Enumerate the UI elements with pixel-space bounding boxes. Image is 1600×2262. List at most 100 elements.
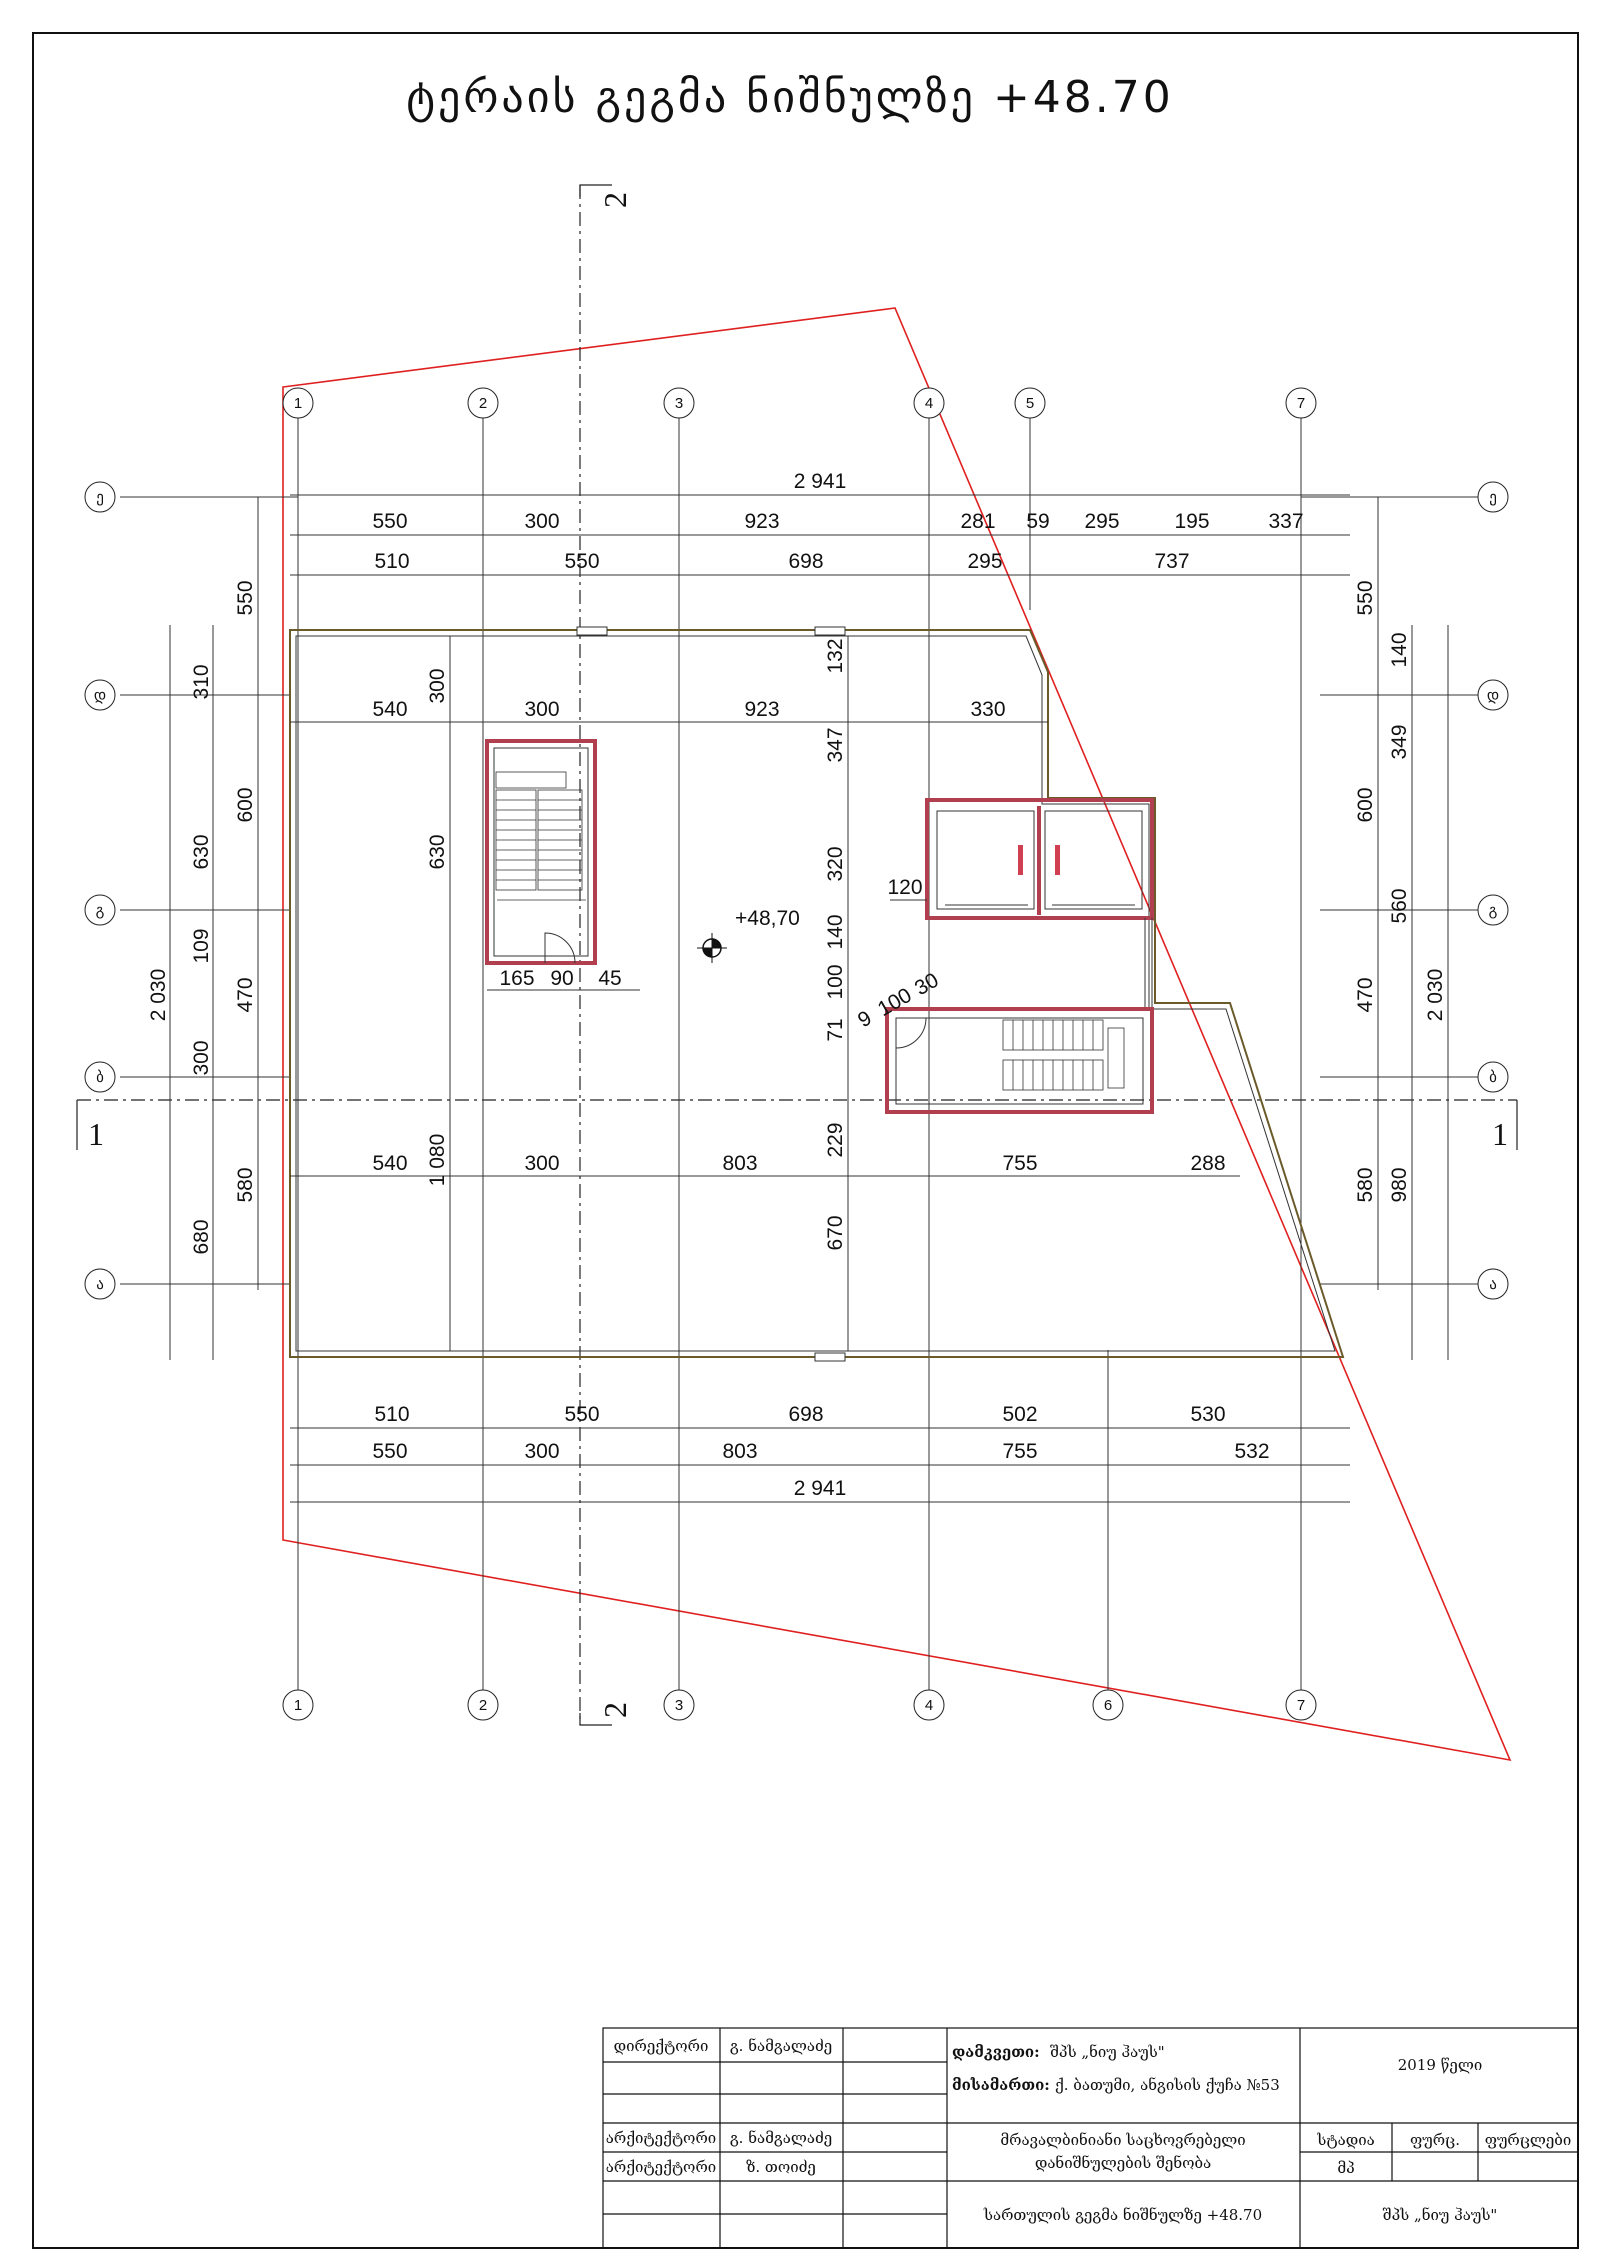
- dim-label: 530: [1190, 1403, 1225, 1426]
- axis-label: 3: [675, 395, 683, 412]
- section-1-right-label: 1: [1492, 1116, 1508, 1152]
- axis-label: 7: [1297, 395, 1305, 412]
- axis-label: 3: [675, 1697, 683, 1714]
- section-line-1: 1 1: [76, 1099, 1518, 1152]
- dim-label: 1 080: [426, 1134, 449, 1187]
- axis-label: ე: [96, 489, 104, 506]
- dim-label: 2 941: [794, 1477, 847, 1500]
- axis-label: 7: [1297, 1697, 1305, 1714]
- building-outline: [289, 626, 1345, 1362]
- tb-client-label: დამკვეთი:: [952, 2043, 1040, 2061]
- dim-label: 310: [190, 664, 213, 699]
- dim-label: 300: [190, 1040, 213, 1075]
- stair-core-right: [885, 1007, 1154, 1114]
- dim-label: 510: [374, 1403, 409, 1426]
- axis-bubble: [84, 679, 116, 711]
- dim-label: 300: [524, 698, 559, 721]
- shaft: [1144, 918, 1153, 1009]
- axis-bubble: [1477, 679, 1509, 711]
- tb-year: 2019 წელი: [1398, 2056, 1482, 2074]
- wall-opening: [814, 626, 846, 636]
- section-2-bottom-label: 2: [597, 1702, 633, 1718]
- axis-label: დ: [1487, 687, 1499, 704]
- tb-stage-value: მპ: [1337, 2159, 1354, 2177]
- axis-bubble: [1477, 894, 1509, 926]
- dim-label: 550: [1354, 580, 1377, 615]
- dim-label: 803: [722, 1440, 757, 1463]
- dim-label: 803: [722, 1152, 757, 1175]
- dim-label: 288: [1190, 1152, 1225, 1175]
- level-mark-label: +48,70: [735, 907, 800, 930]
- dim-label: 2 030: [1424, 969, 1447, 1022]
- axis-label: 4: [925, 1697, 933, 1714]
- axis-bubble: [282, 1689, 314, 1721]
- axis-bubble: [282, 387, 314, 419]
- dim-label: 737: [1154, 550, 1189, 573]
- axis-bubble: [1477, 1268, 1509, 1300]
- axis-bubble: [467, 1689, 499, 1721]
- door-swing: [544, 932, 576, 964]
- sheet-frame: [32, 32, 1579, 2249]
- axis-bubble: [1285, 387, 1317, 419]
- dim-label: 300: [524, 1152, 559, 1175]
- dim-label: 300: [524, 510, 559, 533]
- axis-bubble: [467, 387, 499, 419]
- site-boundary: [282, 307, 1512, 1762]
- dim-label: 195: [1174, 510, 1209, 533]
- dim-label: 330: [970, 698, 1005, 721]
- tb-architect2-name: ზ. თოიძე: [746, 2158, 816, 2176]
- axis-label: 1: [294, 395, 302, 412]
- tb-address-label: მისამართი:: [952, 2076, 1050, 2094]
- tb-stage-label: სტადია: [1316, 2131, 1374, 2149]
- tb-architect1-label: არქიტექტორი: [606, 2129, 716, 2147]
- dim-label: 510: [374, 550, 409, 573]
- level-marker: +48,70: [697, 907, 800, 963]
- axis-bubble: [1477, 1061, 1509, 1093]
- dim-label: 698: [788, 1403, 823, 1426]
- dim-label: 100: [874, 984, 916, 1021]
- dim-label: 281: [960, 510, 995, 533]
- dim-label: 90: [550, 967, 573, 990]
- axis-label: ა: [96, 1276, 104, 1293]
- dim-label: 2 941: [794, 470, 847, 493]
- axis-bubble: [913, 387, 945, 419]
- axis-label: ბ: [1489, 1069, 1497, 1086]
- grid-axes-horizontal: [120, 496, 1478, 1285]
- axis-bubble: [663, 387, 695, 419]
- dim-label: 295: [967, 550, 1002, 573]
- dim-label: 59: [1026, 510, 1049, 533]
- axis-label: ე: [1489, 489, 1497, 506]
- axis-bubbles-bottom: 1 2 3 4 6 7: [282, 1689, 1317, 1721]
- section-1-left-label: 1: [88, 1116, 104, 1152]
- axis-bubble: [1014, 387, 1046, 419]
- dim-label: 580: [234, 1167, 257, 1202]
- dim-label: 600: [1354, 787, 1377, 822]
- section-2-top-label: 2: [597, 192, 633, 208]
- dimension-lines: [169, 494, 1449, 1503]
- stair-core-left: [485, 739, 597, 965]
- dim-label: 349: [1388, 724, 1411, 759]
- dim-label: 630: [190, 834, 213, 869]
- tb-project-line2: დანიშნულების შენობა: [1035, 2154, 1211, 2172]
- dim-label: 295: [1084, 510, 1119, 533]
- axis-label: 6: [1104, 1697, 1112, 1714]
- dim-label: 337: [1268, 510, 1303, 533]
- dim-label: 600: [234, 787, 257, 822]
- elevator-counterweight: [1055, 845, 1060, 875]
- axis-bubble: [1285, 1689, 1317, 1721]
- axis-label: 1: [294, 1697, 302, 1714]
- axis-bubble: [1477, 481, 1509, 513]
- elevator-core: [925, 798, 1154, 920]
- axis-label: 5: [1026, 395, 1034, 412]
- tb-address-value: ქ. ბათუმი, ანგისის ქუჩა №53: [1055, 2076, 1280, 2094]
- dim-label: 698: [788, 550, 823, 573]
- dim-label: 923: [744, 510, 779, 533]
- dim-label: 229: [824, 1122, 847, 1157]
- dim-label: 140: [824, 914, 847, 949]
- dim-label: 300: [426, 668, 449, 703]
- axis-bubble: [84, 1268, 116, 1300]
- dim-label: 45: [598, 967, 621, 990]
- dim-label: 670: [824, 1215, 847, 1250]
- wall-opening: [576, 626, 608, 636]
- axis-bubble: [663, 1689, 695, 1721]
